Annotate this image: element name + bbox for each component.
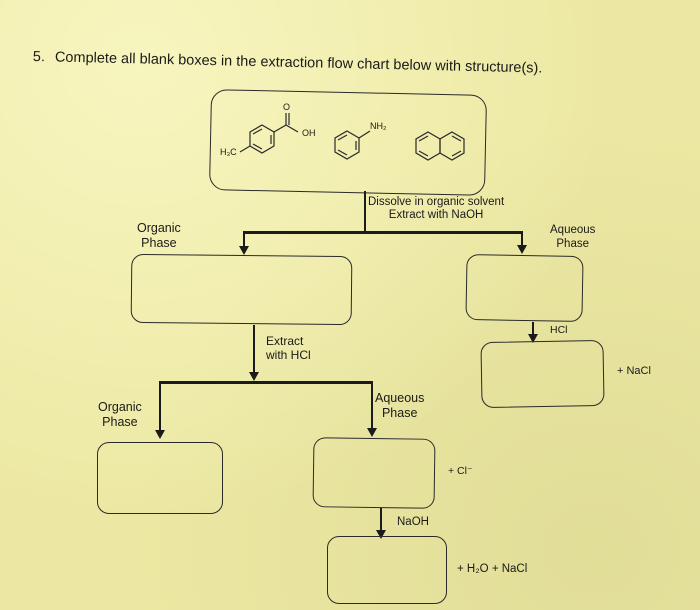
aqueous-phase-label-2: Aqueous Phase xyxy=(375,391,425,420)
step2-connector xyxy=(253,325,255,373)
acidified-aqueous-box[interactable] xyxy=(480,339,605,409)
split2-line xyxy=(159,381,373,384)
organic-phase-box-1[interactable] xyxy=(130,253,353,326)
water-nacl-label: + H₂O + NaCl xyxy=(457,563,528,575)
naoh-connector xyxy=(380,508,382,532)
p-toluic-acid-structure xyxy=(239,113,299,154)
split1-left-arrow xyxy=(239,246,249,255)
step1-text: Dissolve in organic solvent Extract with… xyxy=(368,196,504,222)
aqueous-phase-box-2[interactable] xyxy=(312,437,436,509)
nacl-right-label: + NaCl xyxy=(617,365,651,377)
organic-phase-label-2: Organic Phase xyxy=(98,400,142,429)
organic-phase-box-2[interactable] xyxy=(97,442,223,514)
naoh-label: NaOH xyxy=(397,516,429,528)
step1-line2: Extract with NaOH xyxy=(388,209,484,222)
aniline-structure xyxy=(334,130,371,160)
split1-left-drop xyxy=(243,232,245,248)
organic-phase-label-1: Organic Phase xyxy=(137,221,181,250)
aqueous-phase-box-1[interactable] xyxy=(465,253,584,323)
step2-arrow xyxy=(249,372,259,381)
carbonyl-o-label: O xyxy=(283,102,291,112)
final-organic-box[interactable] xyxy=(327,536,447,604)
split1-right-drop xyxy=(521,232,523,247)
step2-line1: Extract xyxy=(266,334,304,348)
split2-left-arrow xyxy=(155,430,165,439)
h3c-label: H₃C xyxy=(220,147,237,157)
hcl-connector xyxy=(532,322,534,336)
split2-right-arrow xyxy=(367,428,377,437)
step2-text: Extract with HCl xyxy=(266,334,311,363)
split2-right-drop xyxy=(371,382,373,430)
naphthalene-structure xyxy=(415,131,465,161)
step1-connector xyxy=(364,191,366,233)
split1-right-arrow xyxy=(517,245,527,254)
oh-label: OH xyxy=(302,128,316,138)
nh2-label: NH₂ xyxy=(370,121,387,131)
aqueous-phase-label-1: Aqueous Phase xyxy=(550,224,596,250)
split1-line xyxy=(243,231,523,234)
hcl-arrow xyxy=(528,334,538,343)
hcl-label: HCl xyxy=(550,324,568,336)
split2-left-drop xyxy=(159,382,161,432)
step1-line1: Dissolve in organic solvent xyxy=(368,196,505,208)
naoh-arrow xyxy=(376,530,386,539)
chloride-label: + Cl⁻ xyxy=(448,465,473,477)
step2-line2: with HCl xyxy=(266,348,311,363)
